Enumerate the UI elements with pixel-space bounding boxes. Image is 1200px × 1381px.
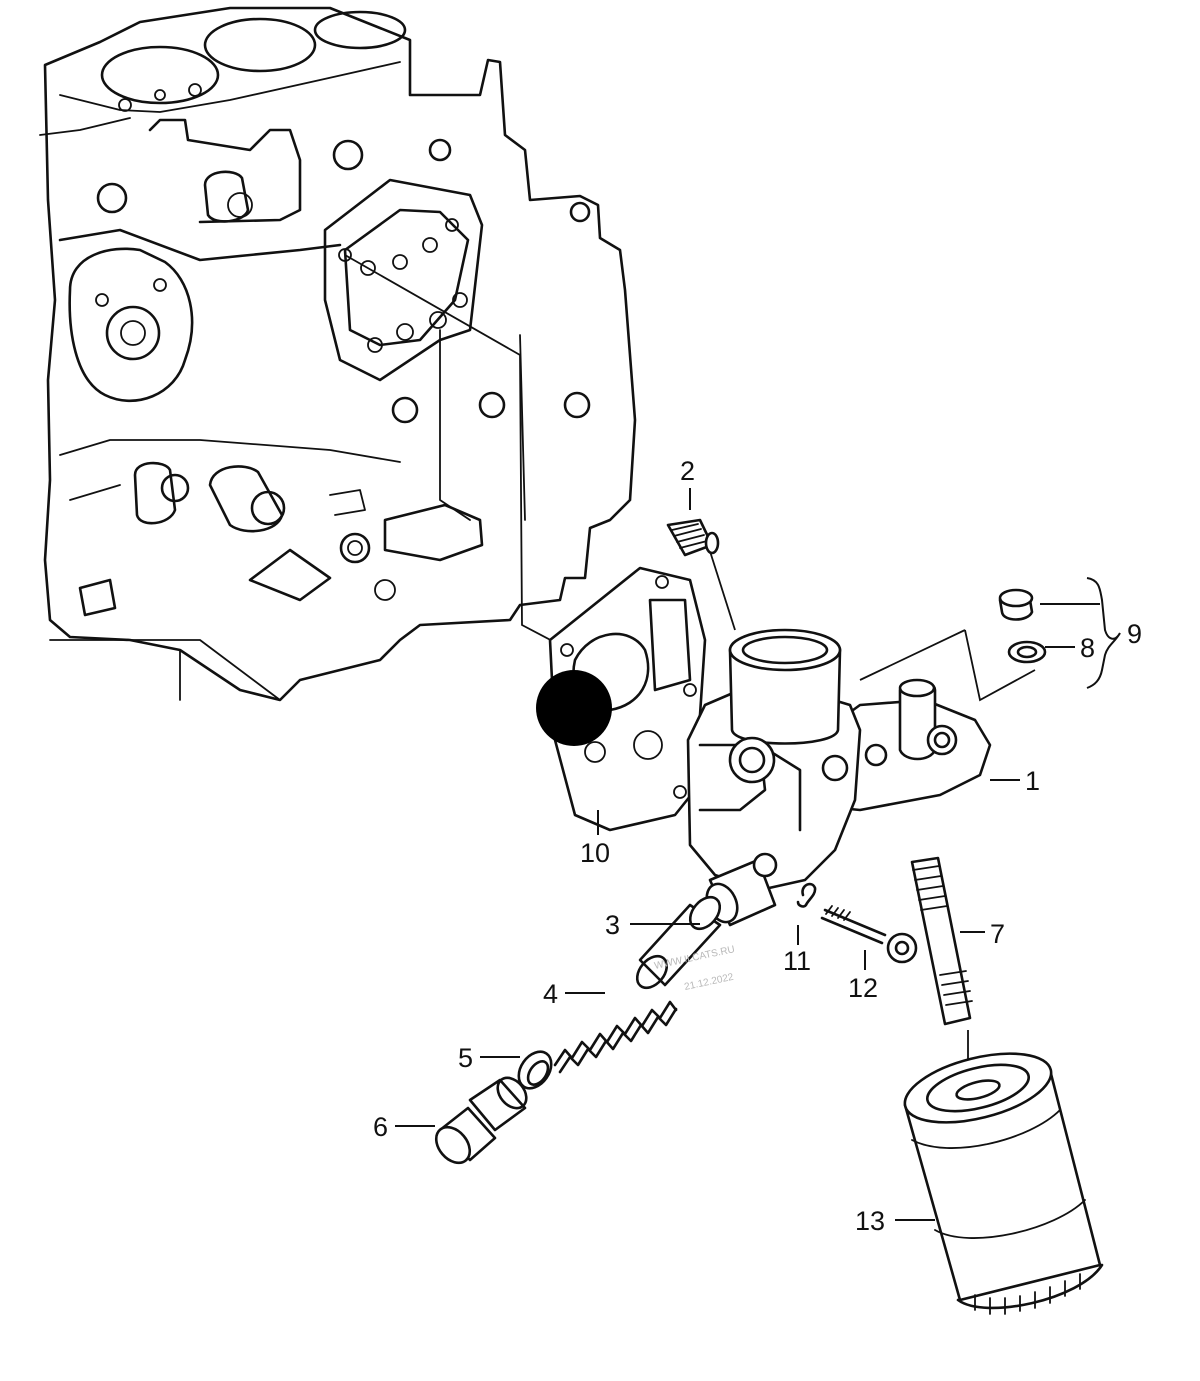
part-8-seal-ring	[1007, 640, 1047, 664]
callout-labels: 1 2 3 4 5 6 7 8 9 10 11 12 13	[373, 456, 1142, 1236]
callout-4: 4	[543, 979, 558, 1009]
highlight-marker	[536, 670, 612, 746]
alignment-lines	[344, 254, 1036, 1080]
part-7-threaded-stud	[910, 856, 973, 1026]
callout-2: 2	[680, 456, 695, 486]
part-10-gasket	[548, 566, 707, 832]
callout-6: 6	[373, 1112, 388, 1142]
callout-7: 7	[990, 919, 1005, 949]
callout-5: 5	[458, 1043, 473, 1073]
callout-10: 10	[580, 838, 610, 868]
callout-9: 9	[1127, 619, 1142, 649]
callout-1: 1	[1025, 766, 1040, 796]
part-9-plug	[998, 588, 1034, 621]
part-1-oil-filter-housing	[686, 628, 992, 927]
part-11-clip	[796, 882, 817, 908]
part-2-screw-plug	[666, 518, 720, 557]
part-13-oil-filter	[903, 1052, 1104, 1315]
callout-12: 12	[848, 973, 878, 1003]
callout-8: 8	[1080, 633, 1095, 663]
engine-block	[39, 6, 637, 702]
part-5-seal-ring	[517, 1050, 553, 1090]
part-6-screw-plug	[434, 1076, 528, 1165]
callout-11: 11	[783, 946, 811, 976]
callout-13: 13	[855, 1206, 885, 1236]
leader-lines	[395, 488, 1121, 1221]
callout-3: 3	[605, 910, 620, 940]
part-4-spring	[553, 1000, 678, 1074]
watermark-line-2: 21.12.2022	[683, 972, 735, 993]
part-12-bolt	[820, 905, 918, 964]
